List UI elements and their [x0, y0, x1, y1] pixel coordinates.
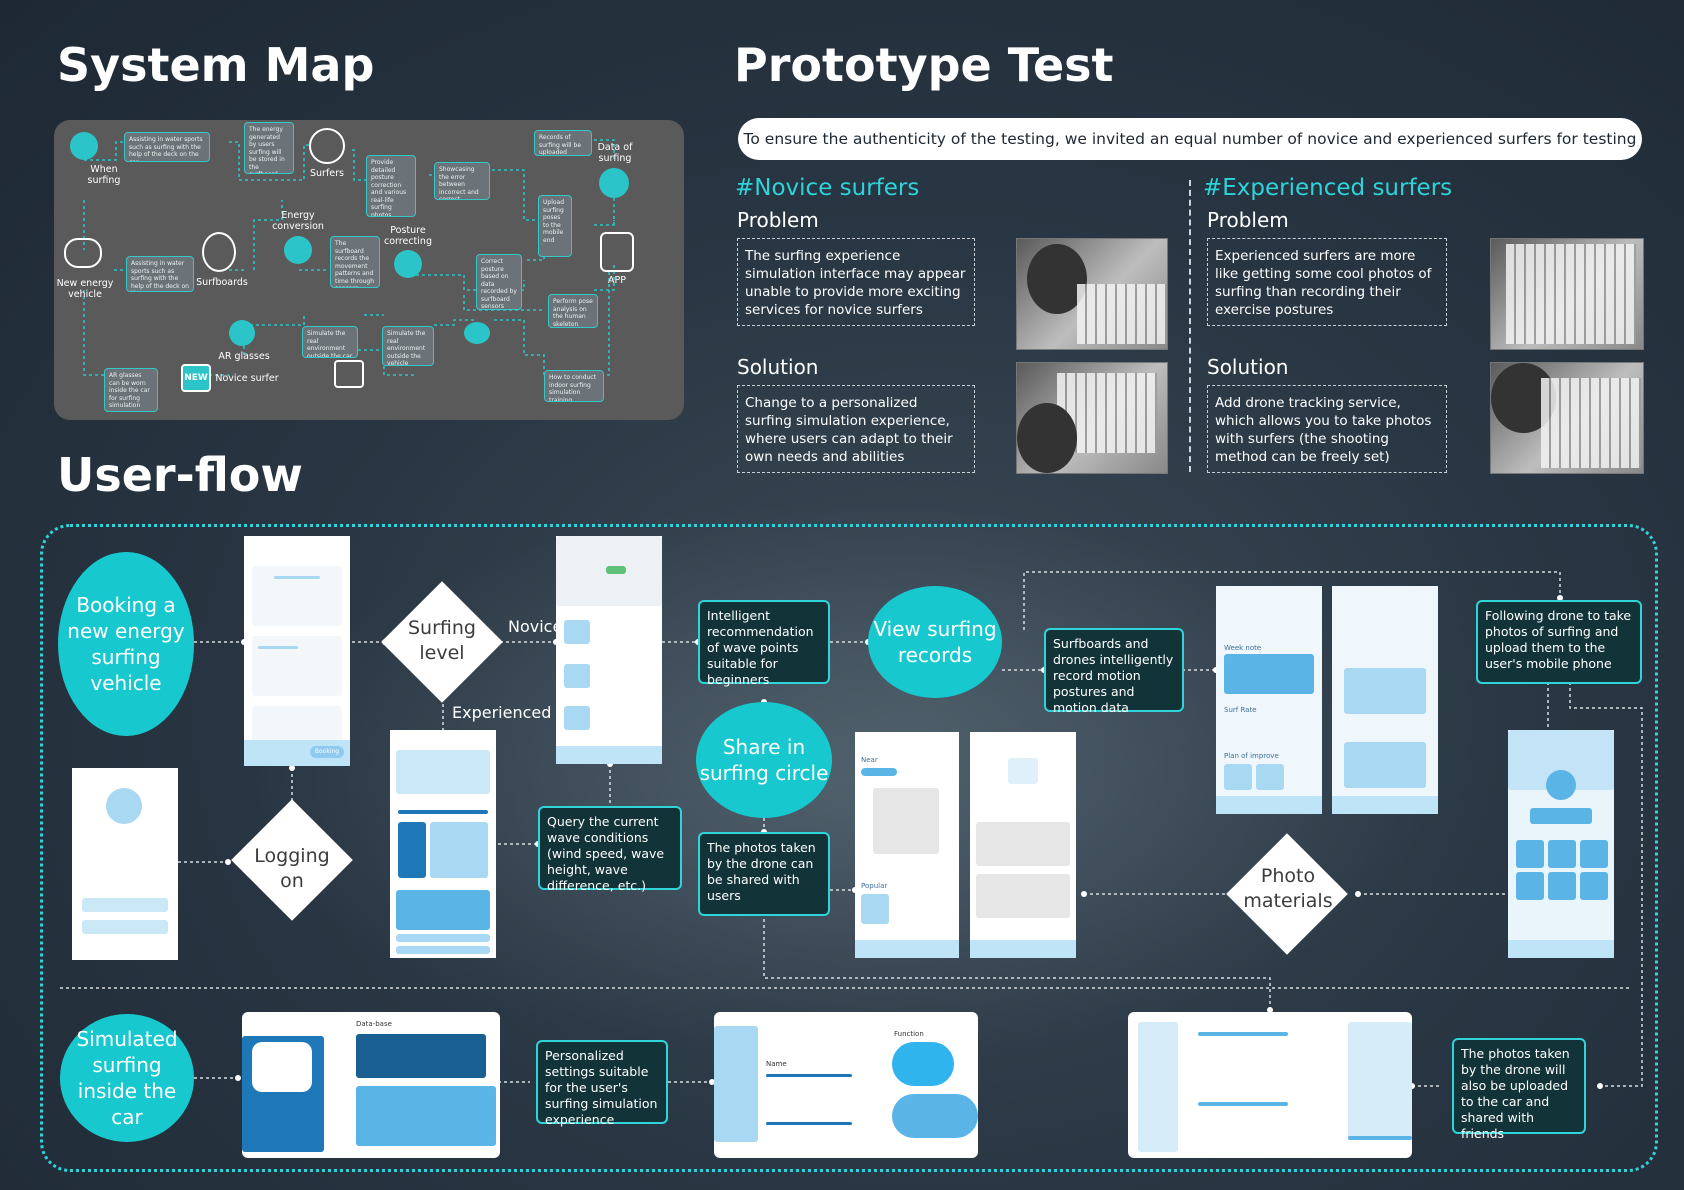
- novice-problem-label: Problem: [737, 208, 819, 232]
- screen-circle-detail: [970, 732, 1076, 958]
- label-novice-surfer: Novice surfer: [215, 373, 279, 384]
- box-photos-shared: The photos taken by the drone can be sha…: [698, 832, 830, 916]
- posture-correcting-icon: [394, 250, 422, 278]
- novice-solution-label: Solution: [737, 355, 819, 379]
- box-query-wave: Query the current wave conditions (wind …: [538, 806, 682, 893]
- experienced-heading: #Experienced surfers: [1203, 175, 1453, 201]
- screen-drone-photos: [1508, 730, 1614, 958]
- prototype-test-title: Prototype Test: [734, 38, 1114, 92]
- bubble-booking: Booking a new energy surfing vehicle: [58, 552, 194, 736]
- novice-solution-box: Change to a personalized surfing simulat…: [737, 385, 975, 473]
- note: Simulate the real environment outside th…: [382, 326, 434, 366]
- note: Showcasing the error between incorrect a…: [434, 162, 490, 200]
- note: Records of surfing will be uploaded: [534, 130, 592, 156]
- branch-novice: Novice: [508, 617, 563, 636]
- note: How to conduct indoor surfing simulation…: [544, 370, 604, 402]
- box-following-drone: Following drone to take photos of surfin…: [1476, 600, 1642, 684]
- surfboard-icon: [202, 232, 236, 272]
- wave-icon: [70, 132, 98, 160]
- screen-week-note: Week note: [1224, 644, 1262, 652]
- label-surfers: Surfers: [309, 168, 344, 179]
- note: Upload surfing poses to the mobile end: [538, 195, 572, 257]
- screen-popular-label: Popular: [861, 882, 888, 890]
- bubble-simulated: Simulated surfing inside the car: [60, 1014, 194, 1142]
- experienced-solution-label: Solution: [1207, 355, 1289, 379]
- screen-records-week: Week note Surf Rate Plan of improve: [1216, 586, 1322, 814]
- screen-car-database: Data-base: [242, 1012, 500, 1158]
- label-surfboards: Surfboards: [196, 277, 248, 288]
- note: Provide detailed posture correction and …: [366, 155, 416, 217]
- screen-car-function: Name Function: [714, 1012, 978, 1158]
- label-when-surfing: When surfing: [87, 164, 121, 186]
- bubble-view-records: View surfing records: [868, 586, 1002, 698]
- phone-app-icon: [600, 232, 634, 272]
- box-photos-uploaded: The photos taken by the drone will also …: [1452, 1038, 1586, 1141]
- test-photo-novice-2: [1016, 362, 1168, 474]
- prototype-divider: [1189, 180, 1191, 472]
- screen-records-photos: [1332, 586, 1438, 814]
- surfer-person-icon: [309, 128, 345, 164]
- data-surfing-icon: [599, 168, 629, 198]
- note: Assisting in water sports such as surfin…: [124, 132, 210, 162]
- screen-database-label: Data-base: [356, 1020, 392, 1028]
- test-photo-experienced-2: [1490, 362, 1644, 474]
- label-surfing-level: Surfing level: [408, 617, 476, 664]
- screen-name-label: Name: [766, 1060, 787, 1068]
- box-personalized-settings: Personalized settings suitable for the u…: [536, 1040, 668, 1127]
- label-app: APP: [608, 275, 626, 286]
- note: Assisting in water sports such as surfin…: [126, 256, 194, 292]
- car-icon: [64, 238, 102, 268]
- ar-glasses-icon: [229, 320, 255, 346]
- label-posture-correcting: Posture correcting: [384, 225, 432, 247]
- user-flow-title: User-flow: [57, 448, 303, 502]
- label-photo-materials: Photo materials: [1243, 865, 1333, 912]
- novice-heading: #Novice surfers: [735, 175, 920, 201]
- prototype-intro-pill: To ensure the authenticity of the testin…: [738, 118, 1642, 160]
- box-surfboards-drones: Surfboards and drones intelligently reco…: [1044, 628, 1184, 715]
- user-flow-frame: [40, 524, 1658, 1172]
- note: Correct posture based on data recorded b…: [476, 254, 522, 310]
- screen-circle-near: Near Popular: [855, 732, 959, 958]
- screen-near-label: Near: [861, 756, 878, 764]
- note: The energy generated by users surfing wi…: [244, 122, 294, 174]
- system-map-title: System Map: [57, 38, 375, 92]
- label-data-of-surfing: Data of surfing: [597, 142, 633, 164]
- label-logging-on: Logging on: [254, 845, 330, 892]
- screen-surf-rate: Surf Rate: [1224, 706, 1257, 714]
- screen-function-label: Function: [894, 1030, 924, 1038]
- test-photo-novice-1: [1016, 238, 1168, 350]
- novice-problem-box: The surfing experience simulation interf…: [737, 238, 975, 326]
- screen-wave-conditions: [390, 730, 496, 958]
- car-small-icon: [464, 322, 490, 344]
- label-ar-glasses: AR glasses: [218, 351, 270, 362]
- experienced-problem-label: Problem: [1207, 208, 1289, 232]
- bubble-share: Share in surfing circle: [696, 702, 832, 818]
- vr-headset-icon: [334, 360, 364, 388]
- new-badge: NEW: [181, 364, 211, 392]
- note: Perform pose analysis on the human skele…: [548, 294, 598, 328]
- screen-wave-map: [556, 536, 662, 764]
- screen-login: [72, 768, 178, 960]
- screen-booking: Booking: [244, 536, 350, 766]
- label-new-energy-vehicle: New energy vehicle: [56, 278, 114, 300]
- box-intelligent-recommendation: Intelligent recommendation of wave point…: [698, 600, 830, 687]
- branch-experienced: Experienced: [452, 703, 552, 722]
- test-photo-experienced-1: [1490, 238, 1644, 350]
- energy-conversion-icon: [284, 236, 312, 264]
- experienced-solution-box: Add drone tracking service, which allows…: [1207, 385, 1447, 473]
- system-map-panel: When surfing Surfers Data of surfing Ene…: [54, 120, 684, 420]
- booking-button[interactable]: Booking: [310, 746, 344, 758]
- label-energy-conversion: Energy conversion: [272, 210, 324, 232]
- screen-car-photos: [1128, 1012, 1412, 1158]
- note: Simulate the real environment outside th…: [302, 326, 358, 358]
- experienced-problem-box: Experienced surfers are more like gettin…: [1207, 238, 1447, 326]
- note: The surfboard records the movement patte…: [330, 236, 380, 288]
- note: AR glasses can be worn inside the car fo…: [104, 368, 158, 412]
- screen-plan-improve: Plan of improve: [1224, 752, 1279, 760]
